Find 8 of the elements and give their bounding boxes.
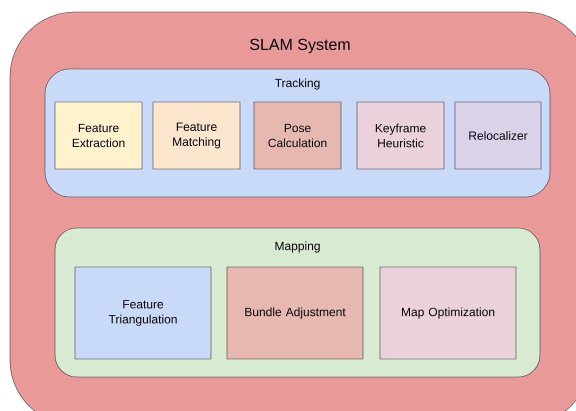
process-box: Relocalizer xyxy=(454,102,542,170)
process-box: Bundle Adjustment xyxy=(226,266,364,360)
process-box: Feature Triangulation xyxy=(74,266,212,360)
process-box: Keyframe Heuristic xyxy=(356,102,444,170)
process-box: Feature Extraction xyxy=(54,102,142,170)
process-box: Map Optimization xyxy=(380,266,516,360)
process-box: Pose Calculation xyxy=(254,102,342,170)
process-box: Feature Matching xyxy=(152,102,240,170)
